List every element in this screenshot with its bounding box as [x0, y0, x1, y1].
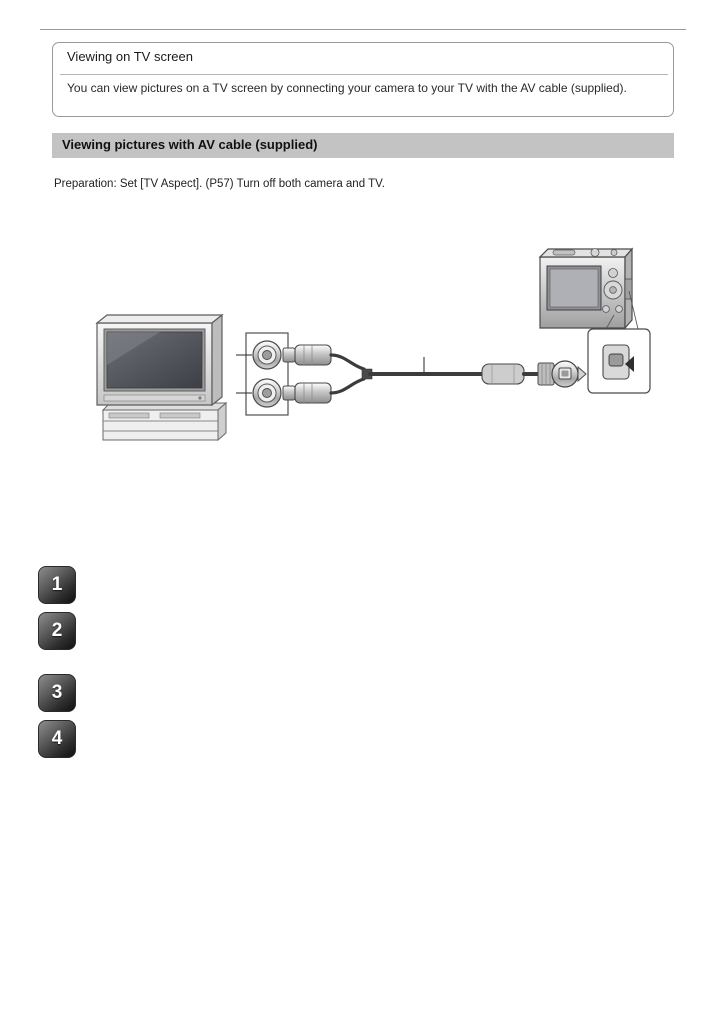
step-item-3: 3 [38, 674, 678, 712]
section-heading: Viewing pictures with AV cable (supplied… [62, 137, 318, 152]
page-subtitle: You can view pictures on a TV screen by … [67, 81, 627, 95]
step-number-badge: 3 [38, 674, 76, 712]
step-item-2: 2 [38, 612, 678, 650]
camera-illustration [538, 247, 634, 330]
step-item-1: 1 [38, 566, 678, 604]
step-number-badge: 1 [38, 566, 76, 604]
tv-illustration [95, 313, 228, 442]
steps-list: 1 2 3 4 [38, 566, 678, 758]
tv-input-jacks [236, 332, 289, 416]
page-title: Viewing on TV screen [67, 49, 193, 64]
step-item-4: 4 [38, 720, 678, 758]
title-divider [60, 74, 668, 75]
title-box: Viewing on TV screen You can view pictur… [52, 42, 674, 117]
step-number-badge: 2 [38, 612, 76, 650]
step-number-badge: 4 [38, 720, 76, 758]
intro-paragraph: Preparation: Set [TV Aspect]. (P57) Turn… [54, 178, 385, 190]
header-rule [40, 29, 686, 30]
spacer [38, 650, 678, 674]
spacer [38, 604, 678, 612]
spacer [38, 712, 678, 720]
av-cable [282, 344, 587, 404]
terminal-callout [587, 290, 651, 394]
section-bar: Viewing pictures with AV cable (supplied… [52, 133, 674, 158]
connection-illustration [40, 235, 690, 450]
